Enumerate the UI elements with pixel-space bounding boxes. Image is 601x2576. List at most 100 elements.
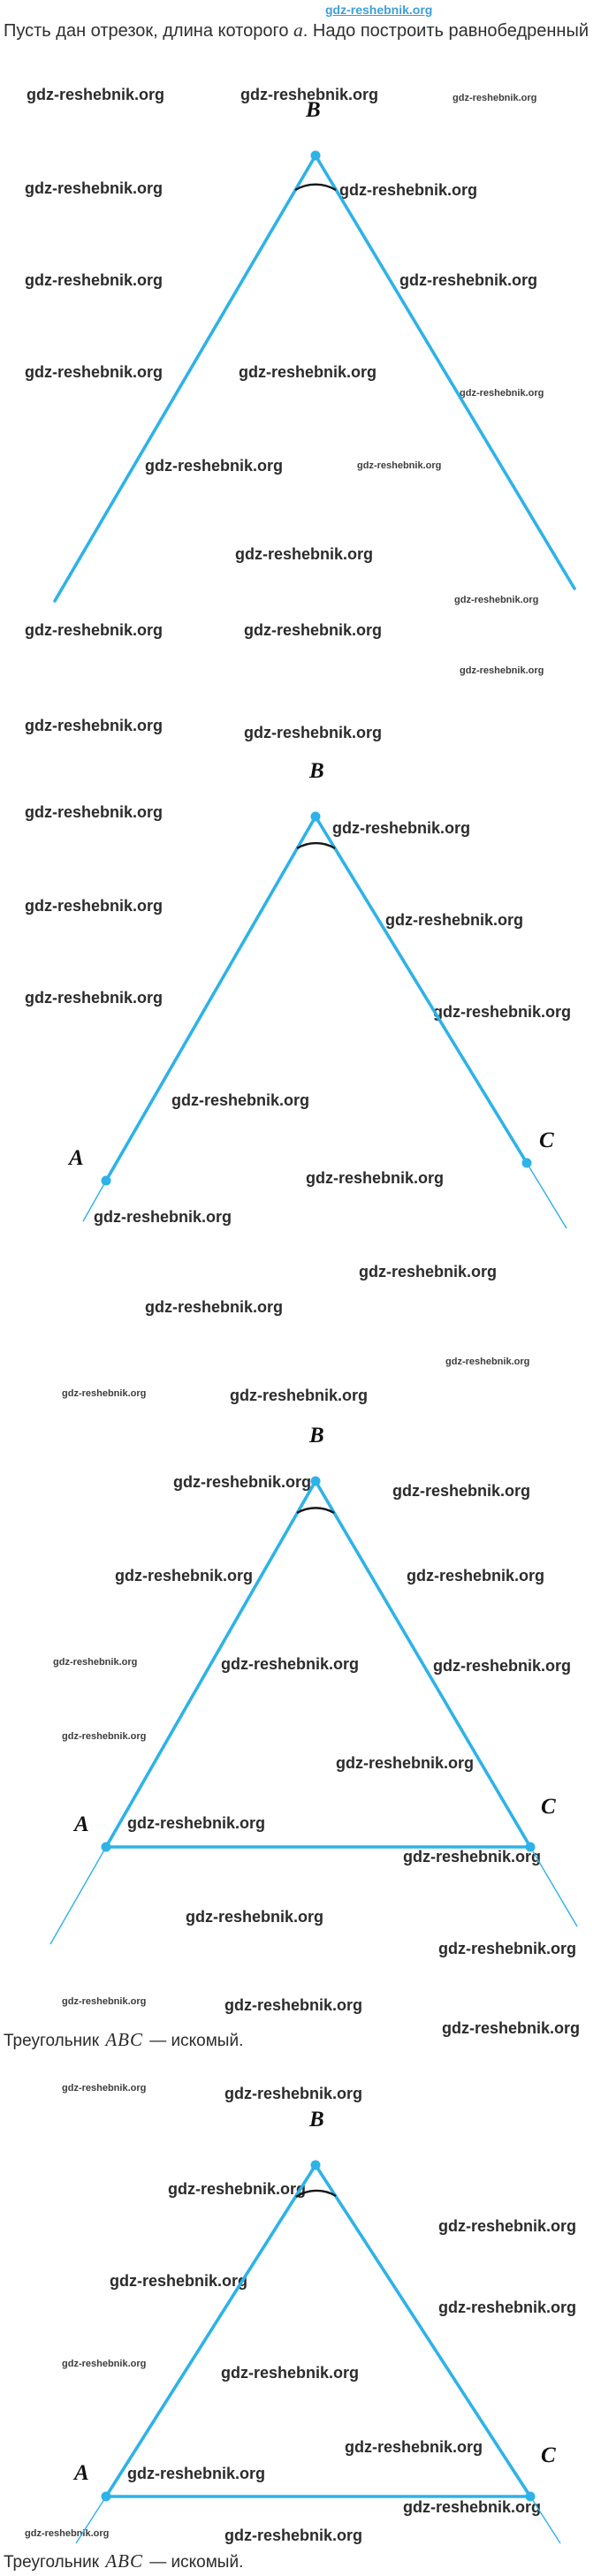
intro-math-a: a bbox=[293, 19, 303, 41]
fig2-point-a-dot bbox=[101, 1175, 111, 1186]
watermark: gdz-reshebnik.org bbox=[25, 2528, 110, 2539]
watermark: gdz-reshebnik.org bbox=[25, 271, 164, 289]
watermark: gdz-reshebnik.org bbox=[221, 1655, 360, 1673]
fig3-label-a: A bbox=[74, 1812, 89, 1836]
watermark: gdz-reshebnik.org bbox=[173, 1473, 312, 1491]
fig3-angle-arc bbox=[296, 1507, 335, 1515]
fig4-side-ba bbox=[104, 2163, 317, 2498]
watermark: gdz-reshebnik.org bbox=[239, 363, 377, 381]
watermark: gdz-reshebnik.org bbox=[453, 93, 537, 103]
watermark: gdz-reshebnik.org bbox=[445, 1356, 530, 1367]
fig1-angle-arc bbox=[294, 183, 337, 192]
watermark: gdz-reshebnik.org bbox=[25, 989, 164, 1007]
figure-2-marked-points bbox=[82, 811, 567, 1229]
fig4-label-a: A bbox=[74, 2461, 89, 2485]
fig4-label-c: C bbox=[541, 2443, 556, 2467]
watermark: gdz-reshebnik.org bbox=[224, 2085, 363, 2102]
watermark: gdz-reshebnik.org bbox=[442, 2019, 581, 2037]
fig4-point-b-dot bbox=[310, 2160, 321, 2170]
watermark: gdz-reshebnik.org bbox=[306, 1169, 445, 1187]
watermark: gdz-reshebnik.org bbox=[94, 1208, 232, 1226]
watermark: gdz-reshebnik.org bbox=[433, 1657, 572, 1675]
watermark: gdz-reshebnik.org bbox=[357, 460, 442, 471]
watermark: gdz-reshebnik.org bbox=[438, 2217, 577, 2235]
fig1-label-b: B bbox=[306, 98, 321, 122]
caption1-math-abc: ABC bbox=[105, 2029, 143, 2050]
fig4-label-b: B bbox=[309, 2108, 324, 2131]
watermark: gdz-reshebnik.org bbox=[438, 2299, 577, 2316]
watermark: gdz-reshebnik.org bbox=[460, 665, 544, 676]
watermark: gdz-reshebnik.org bbox=[62, 2083, 147, 2093]
fig2-point-b-dot bbox=[310, 811, 321, 822]
fig4-angle-arc bbox=[295, 2189, 337, 2199]
fig2-right-extension bbox=[526, 1162, 567, 1229]
watermark: gdz-reshebnik.org bbox=[403, 2498, 542, 2516]
fig3-label-b: B bbox=[309, 1424, 324, 1448]
fig2-label-a: A bbox=[69, 1146, 84, 1170]
watermark: gdz-reshebnik.org bbox=[339, 181, 478, 199]
caption2-word: Треугольник bbox=[4, 2553, 104, 2572]
watermark: gdz-reshebnik.org bbox=[224, 2527, 363, 2544]
fig2-side-ba bbox=[104, 815, 317, 1182]
watermark: gdz-reshebnik.org bbox=[385, 911, 524, 929]
watermark: gdz-reshebnik.org bbox=[336, 1754, 475, 1772]
watermark: gdz-reshebnik.org bbox=[25, 717, 164, 734]
intro-text: Пусть дан отрезок, длина которого a. Над… bbox=[4, 19, 589, 42]
watermark: gdz-reshebnik.org bbox=[359, 1263, 498, 1280]
watermark: gdz-reshebnik.org bbox=[62, 1388, 147, 1399]
watermark: gdz-reshebnik.org bbox=[25, 621, 164, 639]
watermark: gdz-reshebnik.org bbox=[115, 1567, 254, 1584]
fig3-left-extension bbox=[49, 1846, 107, 1945]
fig2-side-bc bbox=[314, 815, 529, 1165]
watermark: gdz-reshebnik.org bbox=[27, 86, 165, 103]
watermark: gdz-reshebnik.org bbox=[25, 363, 164, 381]
fig4-right-extension bbox=[529, 2496, 561, 2544]
caption1-suffix: — искомый. bbox=[144, 2032, 244, 2050]
watermark: gdz-reshebnik.org bbox=[454, 595, 539, 605]
fig4-point-a-dot bbox=[101, 2491, 111, 2502]
caption2-suffix: — искомый. bbox=[144, 2553, 244, 2572]
fig2-left-extension bbox=[82, 1180, 107, 1222]
intro-before: Пусть дан отрезок, длина которого bbox=[4, 21, 293, 41]
figure-4-triangle bbox=[75, 2160, 561, 2544]
fig2-label-b: B bbox=[309, 759, 324, 783]
fig3-point-c-dot bbox=[525, 1842, 536, 1852]
watermark: gdz-reshebnik.org bbox=[25, 803, 164, 821]
fig1-point-b-dot bbox=[310, 150, 321, 161]
fig1-right-ray bbox=[314, 154, 576, 590]
watermark: gdz-reshebnik.org bbox=[433, 1003, 572, 1021]
fig3-side-bc bbox=[314, 1479, 532, 1849]
fig2-angle-arc bbox=[296, 841, 336, 850]
watermark: gdz-reshebnik.org bbox=[25, 179, 164, 197]
watermark: gdz-reshebnik.org bbox=[62, 1996, 147, 2007]
watermark: gdz-reshebnik.org bbox=[168, 2180, 307, 2198]
figure-3-triangle bbox=[49, 1476, 578, 1945]
watermark: gdz-reshebnik.org bbox=[127, 2465, 266, 2482]
fig4-side-bc bbox=[314, 2163, 532, 2498]
watermark: gdz-reshebnik.org bbox=[345, 2438, 483, 2456]
watermark: gdz-reshebnik.org bbox=[235, 545, 374, 563]
fig3-right-extension bbox=[529, 1846, 578, 1927]
watermark: gdz-reshebnik.org bbox=[332, 819, 471, 837]
fig3-point-b-dot bbox=[310, 1476, 321, 1486]
fig1-left-ray bbox=[53, 154, 317, 603]
watermark: gdz-reshebnik.org bbox=[460, 388, 544, 399]
fig3-point-a-dot bbox=[101, 1842, 111, 1852]
watermark: gdz-reshebnik.org bbox=[244, 621, 383, 639]
watermark: gdz-reshebnik.org bbox=[171, 1091, 310, 1109]
watermark: gdz-reshebnik.org bbox=[221, 2364, 360, 2382]
watermark: gdz-reshebnik.org bbox=[244, 724, 383, 741]
fig2-label-c: C bbox=[539, 1128, 554, 1152]
watermark: gdz-reshebnik.org bbox=[403, 1848, 542, 1866]
watermark: gdz-reshebnik.org bbox=[62, 1731, 147, 1742]
fig3-side-ba bbox=[104, 1479, 317, 1849]
site-link[interactable]: gdz-reshebnik.org bbox=[325, 3, 433, 17]
watermark: gdz-reshebnik.org bbox=[399, 271, 538, 289]
intro-after: . Надо построить равнобедренный bbox=[302, 21, 589, 41]
watermark: gdz-reshebnik.org bbox=[186, 1908, 324, 1926]
fig2-point-c-dot bbox=[521, 1158, 532, 1168]
caption1-word: Треугольник bbox=[4, 2032, 104, 2050]
watermark: gdz-reshebnik.org bbox=[224, 1996, 363, 2014]
